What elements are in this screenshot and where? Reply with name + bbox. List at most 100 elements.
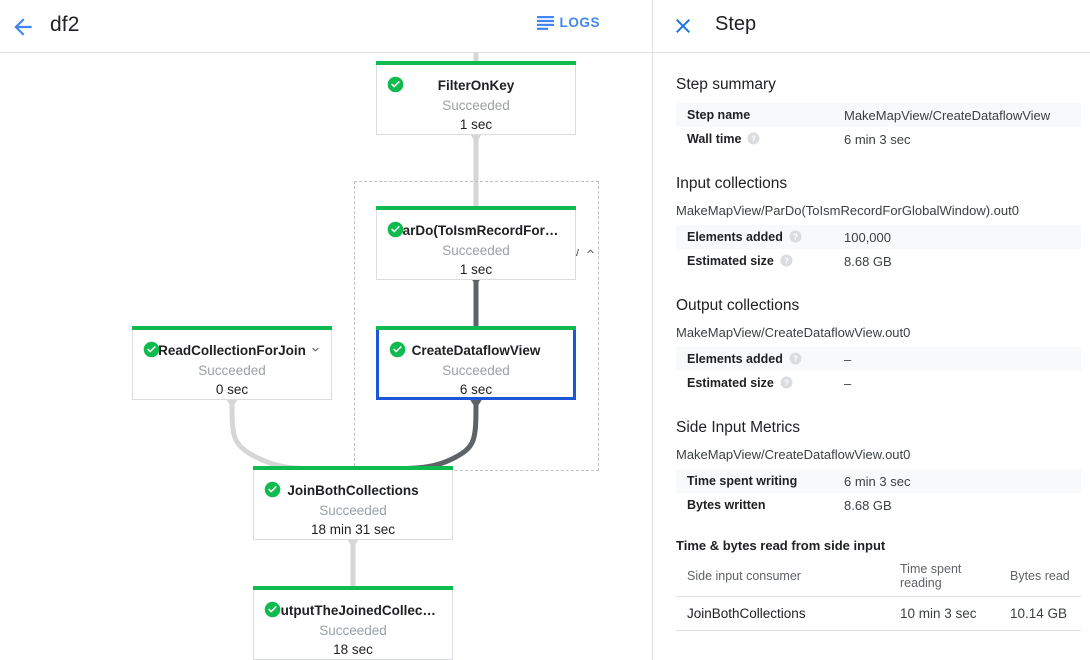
row-value: 100,000 [844,225,1081,249]
check-circle-icon [387,221,404,238]
graph-scrollbar-track[interactable] [636,53,651,660]
page-title: df2 [50,13,80,36]
help-icon[interactable]: ? [780,376,793,389]
table-row: Estimated size?– [676,371,1081,395]
node-duration: 18 min 31 sec [310,522,396,537]
row-key: Estimated size? [676,371,844,395]
column-header: Time spent reading [889,559,999,597]
section-heading-step-summary: Step summary [676,76,776,93]
panel-header: Step [653,0,1090,53]
help-icon[interactable]: ? [789,352,802,365]
node-status-bar [376,326,576,330]
row-key: Time spent writing [676,469,844,493]
node-status-bar [253,586,453,590]
table-row: Elements added?100,000 [676,225,1081,249]
job-graph-pane: df2 LOGS [0,13,652,660]
graph-node-pardo-toismrecordfor[interactable]: ParDo(ToIsmRecordFor… Succeeded 1 sec [376,206,576,280]
node-duration: 0 sec [215,382,249,397]
node-status: Succeeded [442,363,510,378]
help-icon[interactable]: ? [789,230,802,243]
table-cell: JoinBothCollections [676,596,889,631]
node-title: CreateDataflowView [411,343,541,358]
column-header: Bytes read [999,559,1081,597]
row-key: Elements added? [676,347,844,371]
section-heading-input-collections: Input collections [676,175,788,192]
panel-title: Step [715,13,757,35]
side-input-table-title: Time & bytes read from side input [676,538,886,553]
svg-text:?: ? [793,232,798,241]
node-duration: 6 sec [459,382,493,397]
node-status-bar [132,326,332,330]
node-duration: 1 sec [459,117,493,132]
pane-divider [652,0,653,660]
row-value: – [844,375,852,391]
svg-text:?: ? [751,134,756,143]
arrow-left-icon[interactable] [10,14,36,40]
help-icon[interactable]: ? [780,254,793,267]
node-status-bar [376,206,576,210]
table-row: Elements added?– [676,347,1081,371]
node-status: Succeeded [319,623,387,638]
side-input-collection-name: MakeMapView/CreateDataflowView.out0 [676,447,911,462]
node-title: OutputTheJoinedCollec… [270,603,436,618]
help-icon[interactable]: ? [747,132,760,145]
check-circle-icon [143,341,160,358]
node-title: ParDo(ToIsmRecordFor… [393,223,559,238]
row-key: Estimated size? [676,249,844,273]
svg-text:?: ? [784,256,789,265]
table-row: Wall time?6 min 3 sec [676,127,1081,151]
table-row: Estimated size?8.68 GB [676,249,1081,273]
check-circle-icon [264,481,281,498]
node-status: Succeeded [442,98,510,113]
svg-text:?: ? [793,354,798,363]
graph-node-output-the-joined-collec[interactable]: OutputTheJoinedCollec… Succeeded 18 sec [253,586,453,660]
composite-group-makemapview[interactable] [354,181,599,471]
column-header: Side input consumer [676,559,889,597]
row-value: MakeMapView/CreateDataflowView [844,103,1081,127]
row-value: 8.68 GB [844,497,892,513]
section-heading-output-collections: Output collections [676,297,800,314]
check-circle-icon [264,601,281,618]
row-key: Step name [676,103,844,127]
logs-button[interactable]: LOGS [536,15,600,30]
table-row: Bytes written 8.68 GB [676,493,1081,517]
output-collection-name: MakeMapView/CreateDataflowView.out0 [676,325,911,340]
input-collection-name: MakeMapView/ParDo(ToIsmRecordForGlobalWi… [676,203,1019,218]
node-duration: 18 sec [333,642,373,657]
node-title: ReadCollectionForJoin [158,343,306,358]
node-status: Succeeded [198,363,266,378]
node-status: Succeeded [319,503,387,518]
node-status-bar [376,61,576,65]
table-cell: 10 min 3 sec [889,596,999,631]
chevron-down-icon[interactable] [309,343,322,356]
node-title: FilterOnKey [437,78,515,93]
svg-text:?: ? [784,378,789,387]
close-icon[interactable] [671,14,695,38]
node-duration: 1 sec [459,262,493,277]
row-key: Wall time? [676,127,844,151]
row-key: Bytes written [687,498,766,512]
output-collections-table: Elements added?–Estimated size?– [676,347,1081,395]
check-circle-icon [389,341,406,358]
chevron-up-icon[interactable] [584,245,597,258]
section-heading-side-input-metrics: Side Input Metrics [676,419,801,436]
node-status: Succeeded [442,243,510,258]
node-title: JoinBothCollections [287,483,419,498]
